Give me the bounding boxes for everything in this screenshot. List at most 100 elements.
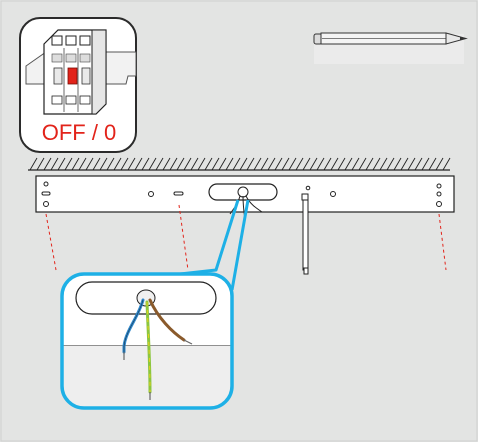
screw-head bbox=[301, 193, 309, 201]
callout-outline bbox=[60, 272, 234, 410]
ceiling-hatch-mark bbox=[414, 157, 423, 171]
rail-hole bbox=[436, 191, 442, 197]
ceiling-hatch-mark bbox=[85, 157, 94, 171]
screw-shaft bbox=[302, 199, 309, 271]
ceiling-hatch-mark bbox=[316, 157, 325, 171]
ceiling-hatch-mark bbox=[232, 157, 241, 171]
ceiling-hatch-mark bbox=[246, 157, 255, 171]
breaker-terminal bbox=[79, 35, 91, 46]
ceiling-hatch-mark bbox=[225, 157, 234, 171]
rail-slot bbox=[41, 191, 51, 196]
ceiling-hatch-mark bbox=[267, 157, 276, 171]
breaker-terminal bbox=[51, 95, 63, 105]
ceiling-hatch-mark bbox=[379, 157, 388, 171]
ceiling-hatch-mark bbox=[302, 157, 311, 171]
circuit-breaker-icon: OFF / 0 bbox=[19, 17, 137, 153]
ceiling-hatch-mark bbox=[64, 157, 73, 171]
ceiling-hatch-mark bbox=[351, 157, 360, 171]
ceiling-hatch-mark bbox=[113, 157, 122, 171]
ceiling-hatch-mark bbox=[253, 157, 262, 171]
breaker-terminal bbox=[65, 35, 77, 46]
wire-callout bbox=[60, 272, 234, 410]
ceiling-hatch-mark bbox=[421, 157, 430, 171]
ceiling-hatch-mark bbox=[99, 157, 108, 171]
breaker-label-slot bbox=[65, 53, 77, 63]
ceiling-hatch-mark bbox=[358, 157, 367, 171]
ceiling-hatch-mark bbox=[134, 157, 143, 171]
rail-wire bbox=[245, 195, 263, 213]
ceiling-hatch-mark bbox=[197, 157, 206, 171]
ceiling-hatch-mark bbox=[400, 157, 409, 171]
breaker-terminal bbox=[65, 95, 77, 105]
ceiling-hatch-mark bbox=[141, 157, 150, 171]
rail-hole bbox=[436, 183, 442, 189]
ceiling-hatch-mark bbox=[295, 157, 304, 171]
ceiling-hatch-mark bbox=[386, 157, 395, 171]
ceiling-hatch bbox=[28, 157, 451, 171]
ceiling-hatch-mark bbox=[36, 157, 45, 171]
drill-line-middle bbox=[178, 204, 189, 271]
rail-hole bbox=[330, 191, 336, 197]
breaker-toggle-off bbox=[67, 67, 78, 85]
breaker-label-slot bbox=[51, 53, 63, 63]
ceiling-hatch-mark bbox=[344, 157, 353, 171]
ceiling-hatch-mark bbox=[183, 157, 192, 171]
screw-tip bbox=[303, 267, 309, 275]
breaker-terminal bbox=[79, 95, 91, 105]
ceiling-hatch-mark bbox=[29, 157, 38, 171]
rail-slot bbox=[173, 191, 184, 196]
pencil-lead bbox=[460, 36, 466, 41]
ceiling-hatch-mark bbox=[120, 157, 129, 171]
rail-hole bbox=[148, 191, 154, 197]
cable-grommet bbox=[237, 186, 249, 198]
ceiling-hatch-mark bbox=[435, 157, 444, 171]
ceiling-hatch-mark bbox=[323, 157, 332, 171]
ceiling-hatch-mark bbox=[309, 157, 318, 171]
ceiling-hatch-mark bbox=[78, 157, 87, 171]
rail-hole bbox=[43, 201, 49, 207]
ceiling-hatch-mark bbox=[155, 157, 164, 171]
ceiling-hatch-mark bbox=[43, 157, 52, 171]
ceiling-hatch-mark bbox=[281, 157, 290, 171]
pencil-icon bbox=[313, 32, 468, 64]
ceiling-hatch-mark bbox=[127, 157, 136, 171]
ceiling-hatch-mark bbox=[169, 157, 178, 171]
drill-guide-lines bbox=[45, 204, 447, 271]
ceiling-hatch-mark bbox=[274, 157, 283, 171]
ceiling-hatch-mark bbox=[365, 157, 374, 171]
ceiling-hatch-mark bbox=[106, 157, 115, 171]
ceiling-hatch-mark bbox=[337, 157, 346, 171]
ceiling-hatch-mark bbox=[211, 157, 220, 171]
rail-hole bbox=[305, 185, 311, 191]
ceiling-hatch-mark bbox=[92, 157, 101, 171]
ceiling-hatch-mark bbox=[204, 157, 213, 171]
breaker-toggle bbox=[53, 67, 63, 85]
rail-hole bbox=[43, 181, 49, 187]
wire-blue-outline bbox=[123, 299, 144, 352]
ceiling-hatch-mark bbox=[372, 157, 381, 171]
breaker-terminal bbox=[51, 35, 63, 46]
pencil-tip bbox=[445, 32, 468, 45]
breaker-label-slot bbox=[79, 53, 91, 63]
wire-green-yellow-stripe bbox=[146, 301, 151, 393]
ceiling-hatch-mark bbox=[148, 157, 157, 171]
ceiling-hatch-mark bbox=[218, 157, 227, 171]
wire-brown bbox=[148, 298, 186, 342]
breaker-toggle bbox=[81, 67, 91, 85]
ceiling-hatch-mark bbox=[50, 157, 59, 171]
wire-brown-end bbox=[183, 339, 193, 345]
rail-hole bbox=[436, 201, 442, 207]
ceiling-hatch-mark bbox=[428, 157, 437, 171]
ceiling-hatch-mark bbox=[162, 157, 171, 171]
mounting-screw bbox=[301, 193, 309, 275]
ceiling-hatch-mark bbox=[260, 157, 269, 171]
breaker-off-label: OFF / 0 bbox=[42, 120, 117, 145]
mounting-rail bbox=[35, 175, 455, 221]
ceiling-hatch-mark bbox=[190, 157, 199, 171]
ceiling-hatch-mark bbox=[57, 157, 66, 171]
breaker-side bbox=[91, 29, 107, 115]
ceiling-hatch-mark bbox=[288, 157, 297, 171]
ceiling-hatch-mark bbox=[442, 157, 451, 171]
